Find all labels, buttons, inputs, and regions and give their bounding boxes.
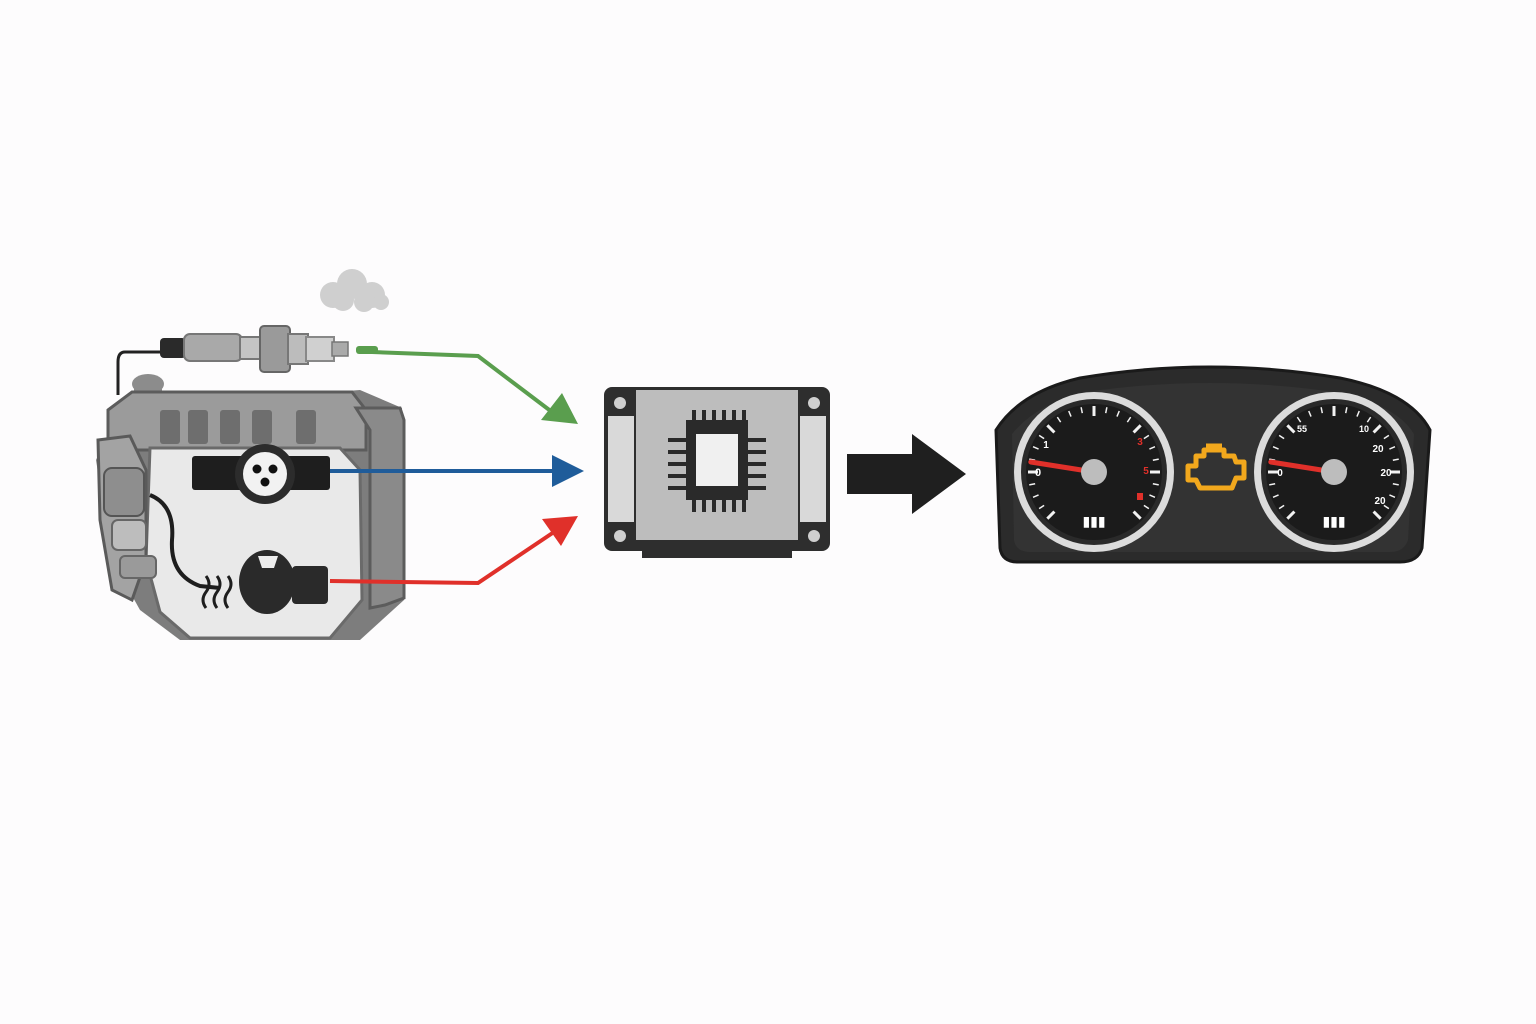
- left-gauge-label: 5: [1143, 466, 1149, 477]
- gauge-tick: [1032, 446, 1039, 450]
- gauge-tick: [1278, 434, 1285, 440]
- gauge-tick: [1104, 407, 1108, 414]
- left-gauge: 0 1 3 5 ▮▮▮: [1014, 392, 1174, 552]
- gauge-tick: [1038, 504, 1045, 510]
- gauge-tick: [1056, 416, 1062, 423]
- microchip-icon: [668, 410, 766, 512]
- right-gauge-label: 20: [1374, 496, 1386, 507]
- oxygen-signal-arrow: [371, 350, 578, 424]
- gauge-tick: [1143, 504, 1150, 510]
- right-gauge-label: 10: [1359, 424, 1369, 434]
- gauge-tick: [1372, 510, 1382, 520]
- gauge-tick: [1383, 504, 1390, 510]
- gauge-tick: [1143, 434, 1150, 440]
- gauge-tick: [1389, 446, 1396, 450]
- gauge-tick: [1149, 494, 1156, 498]
- left-gauge-label: 1: [1043, 440, 1049, 451]
- right-gauge-label: 0: [1277, 468, 1283, 479]
- gauge-tick: [1032, 494, 1039, 498]
- gauge-tick: [1286, 510, 1296, 520]
- gauge-tick: [1046, 510, 1056, 520]
- gauge-tick: [1269, 482, 1276, 486]
- gauge-tick: [1126, 416, 1132, 423]
- gauge-tick: [1366, 416, 1372, 423]
- right-gauge: 55 10 20 0 20 20 ▮▮▮: [1254, 392, 1414, 552]
- gauge-tick: [1296, 416, 1302, 423]
- gauge-tick: [1149, 446, 1156, 450]
- gauge-tick: [1392, 482, 1399, 486]
- exhaust-smoke-icon: [320, 269, 389, 312]
- gauge-tick: [1068, 410, 1072, 417]
- gauge-tick: [1152, 458, 1159, 462]
- gauge-tick: [1132, 424, 1142, 434]
- gauge-tick: [1372, 424, 1382, 434]
- gauge-tick: [1278, 504, 1285, 510]
- knock-signal-arrow: [329, 516, 578, 586]
- left-gauge-digits: ▮▮▮: [1082, 513, 1105, 529]
- left-gauge-label: 0: [1035, 467, 1041, 479]
- check-engine-icon: [1185, 443, 1247, 491]
- gauge-tick: [1152, 482, 1159, 486]
- right-gauge-label: 20: [1380, 468, 1392, 479]
- gauge-tick: [1080, 407, 1084, 414]
- gauge-tick: [1392, 458, 1399, 462]
- output-flow-arrow: [847, 434, 966, 514]
- oxygen-sensor-icon: [116, 325, 378, 395]
- gauge-tick: [1344, 407, 1348, 414]
- gauge-tick: [1272, 446, 1279, 450]
- airflow-signal-arrow: [330, 455, 584, 487]
- gauge-tick: [1286, 424, 1296, 434]
- gauge-tick: [1132, 510, 1142, 520]
- right-gauge-digits: ▮▮▮: [1322, 513, 1345, 529]
- right-gauge-label: 55: [1297, 424, 1307, 434]
- gauge-tick: [1116, 410, 1120, 417]
- gauge-tick: [1029, 482, 1036, 486]
- gauge-tick: [1308, 410, 1312, 417]
- right-gauge-label: 20: [1372, 444, 1384, 455]
- knock-sensor-icon: [201, 550, 328, 614]
- gauge-tick: [1383, 434, 1390, 440]
- mass-airflow-sensor-icon: [192, 444, 330, 504]
- gauge-tick: [1389, 494, 1396, 498]
- instrument-cluster: 0 1 3 5 ▮▮▮ 55 10 20 0 20 20 ▮▮▮: [994, 365, 1432, 564]
- gauge-tick: [1356, 410, 1360, 417]
- gauge-tick: [1046, 424, 1056, 434]
- ecu-module: [604, 387, 830, 558]
- left-gauge-label: 3: [1137, 437, 1143, 448]
- gauge-tick: [1320, 407, 1324, 414]
- gauge-tick: [1038, 434, 1045, 440]
- gauge-tick: [1272, 494, 1279, 498]
